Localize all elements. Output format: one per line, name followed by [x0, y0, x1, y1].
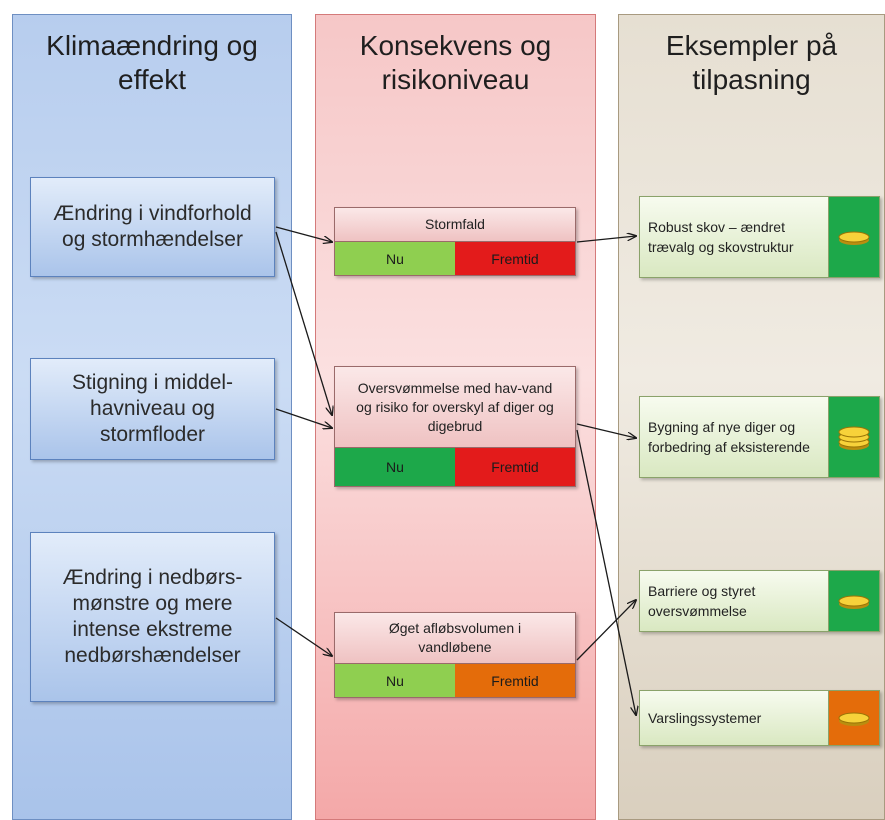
cost-indicator — [828, 397, 879, 477]
cost-indicator — [828, 197, 879, 277]
risk-future-cell: Fremtid — [455, 242, 575, 275]
risk-level-row: Nu Fremtid — [335, 448, 575, 486]
coin-stack-icon — [838, 426, 870, 450]
arrow-flooding-to-dikes — [576, 423, 636, 438]
arrow-runoff-to-barrier — [576, 600, 636, 661]
consequence-title: Stormfald — [335, 208, 575, 242]
effect-label: Stigning i middel-havniveau og stormflod… — [71, 371, 234, 446]
coin-stack-icon — [838, 231, 870, 245]
adaptation-box-barrier: Barriere og styret oversvømmelse — [639, 570, 880, 632]
effect-label: Ændring i vindforhold og stormhændelser — [53, 202, 252, 251]
coin-stack-icon — [838, 712, 870, 726]
cost-indicator — [828, 691, 879, 745]
arrow-sealevel-to-flooding — [275, 408, 332, 428]
arrow-wind-to-flooding — [275, 231, 332, 415]
adaptation-box-warning: Varslingssystemer — [639, 690, 880, 746]
risk-level-row: Nu Fremtid — [335, 242, 575, 275]
effect-box-sea-level: Stigning i middel-havniveau og stormflod… — [30, 358, 275, 460]
consequence-title: Øget afløbsvolumen i vandløbene — [335, 613, 575, 664]
adaptation-box-dikes: Bygning af nye diger og forbedring af ek… — [639, 396, 880, 478]
effect-column-title: Klimaændring og effekt — [46, 30, 258, 95]
effect-box-precipitation: Ændring i nedbørs-mønstre og mere intens… — [30, 532, 275, 702]
adaptation-box-robust-forest: Robust skov – ændret trævalg og skovstru… — [639, 196, 880, 278]
adaptation-label: Barriere og styret oversvømmelse — [648, 583, 756, 619]
risk-now-cell: Nu — [335, 664, 455, 697]
risk-future-cell: Fremtid — [455, 448, 575, 486]
adaptation-column-title: Eksempler på tilpasning — [665, 30, 838, 95]
adaptation-label: Varslingssystemer — [648, 710, 762, 726]
arrow-wind-to-stormfald — [275, 226, 332, 242]
risk-future-cell: Fremtid — [455, 664, 575, 697]
adaptation-label: Bygning af nye diger og forbedring af ek… — [648, 419, 810, 455]
consequence-box-stormfald: Stormfald Nu Fremtid — [334, 207, 576, 276]
risk-now-cell: Nu — [335, 448, 455, 486]
consequence-column-title: Konsekvens og risikoniveau — [359, 30, 552, 95]
consequence-box-flooding: Oversvømmelse med hav-vand og risiko for… — [334, 366, 576, 487]
consequence-box-runoff: Øget afløbsvolumen i vandløbene Nu Fremt… — [334, 612, 576, 698]
arrow-stormfald-to-forest — [576, 236, 636, 243]
arrow-flooding-to-warning — [576, 429, 636, 715]
coin-stack-icon — [838, 595, 870, 609]
risk-now-cell: Nu — [335, 242, 455, 275]
consequence-title: Oversvømmelse med hav-vand og risiko for… — [335, 367, 575, 448]
effect-box-wind: Ændring i vindforhold og stormhændelser — [30, 177, 275, 277]
effect-label: Ændring i nedbørs-mønstre og mere intens… — [62, 566, 243, 667]
adaptation-label: Robust skov – ændret trævalg og skovstru… — [648, 219, 794, 255]
risk-level-row: Nu Fremtid — [335, 664, 575, 697]
arrow-precip-to-runoff — [275, 617, 332, 656]
cost-indicator — [828, 571, 879, 631]
